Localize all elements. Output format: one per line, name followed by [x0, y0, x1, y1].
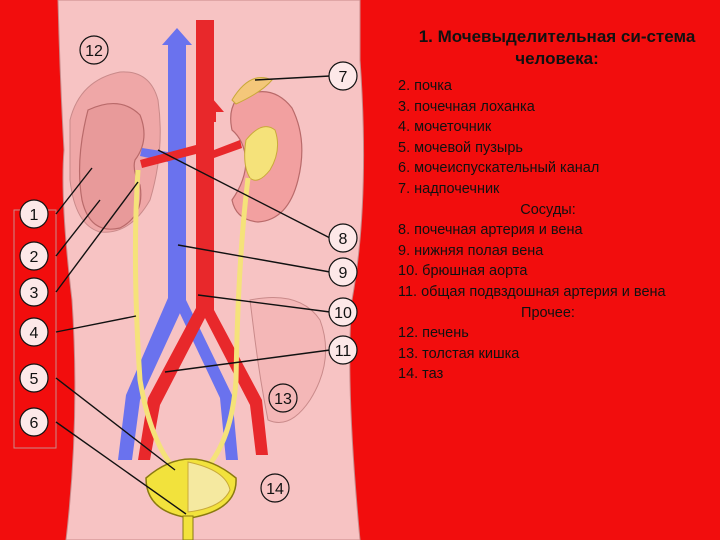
label-6: 6 — [30, 415, 39, 432]
urethra — [182, 515, 194, 540]
adrenal-gland — [231, 77, 273, 105]
bladder-inner — [187, 461, 231, 513]
legend-item-vena-cava: 9. нижняя полая вена — [398, 242, 544, 259]
label-circles — [19, 35, 358, 503]
renal-artery-left — [140, 145, 196, 168]
renal-pelvis — [244, 126, 279, 181]
legend-panel: 1. Мочевыделительная си-стема человека: … — [398, 26, 698, 385]
artery-arrow-icon — [200, 98, 224, 122]
legend-item-urethra: 6. мочеиспускательный канал — [398, 160, 600, 177]
label-9: 9 — [339, 265, 348, 282]
label-8: 8 — [339, 231, 348, 248]
legend-item-aorta: 10. брюшная аорта — [398, 263, 528, 280]
label-5: 5 — [30, 371, 39, 388]
renal-artery — [214, 140, 242, 158]
legend-item-liver: 12. печень — [398, 325, 469, 342]
legend-item-adrenal: 7. надпочечник — [398, 180, 500, 197]
legend-heading-other: Прочее: — [521, 304, 575, 321]
inferior-vena-cava — [118, 40, 186, 460]
leader-lines — [55, 75, 331, 515]
label-13: 13 — [274, 391, 292, 408]
label-4: 4 — [30, 325, 39, 342]
legend-item-kidney: 2. почка — [398, 78, 452, 94]
legend-item-renal-pelvis: 3. почечная лоханка — [398, 98, 535, 115]
legend-item-pelvis: 14. таз — [398, 366, 444, 383]
left-ureter — [132, 169, 177, 472]
label-2: 2 — [30, 249, 39, 266]
legend-title: 1. Мочевыделительная си-стема человека: — [418, 27, 696, 68]
abdominal-aorta — [138, 20, 268, 460]
right-ureter — [203, 177, 251, 472]
legend-item-colon: 13. толстая кишка — [398, 345, 520, 362]
label-12: 12 — [85, 43, 103, 60]
label-3: 3 — [30, 285, 39, 302]
label-10: 10 — [334, 305, 352, 322]
vein-arrow-icon — [162, 28, 192, 60]
legend-item-bladder: 5. мочевой пузырь — [398, 139, 523, 156]
legend-heading-vessels: Сосуды: — [520, 201, 576, 218]
legend-item-renal-vessels: 8. почечная артерия и вена — [398, 222, 583, 239]
legend-item-iliac: 11. общая подвздошная артерия и вена — [398, 283, 666, 300]
label-7: 7 — [339, 69, 348, 86]
label-1: 1 — [30, 207, 39, 224]
label-11: 11 — [335, 343, 352, 360]
large-intestine — [249, 297, 327, 423]
vena-cava-right-branch — [176, 300, 238, 460]
legend-item-ureter: 4. мочеточник — [398, 119, 492, 136]
label-14: 14 — [266, 481, 284, 498]
left-kidney — [79, 103, 145, 230]
